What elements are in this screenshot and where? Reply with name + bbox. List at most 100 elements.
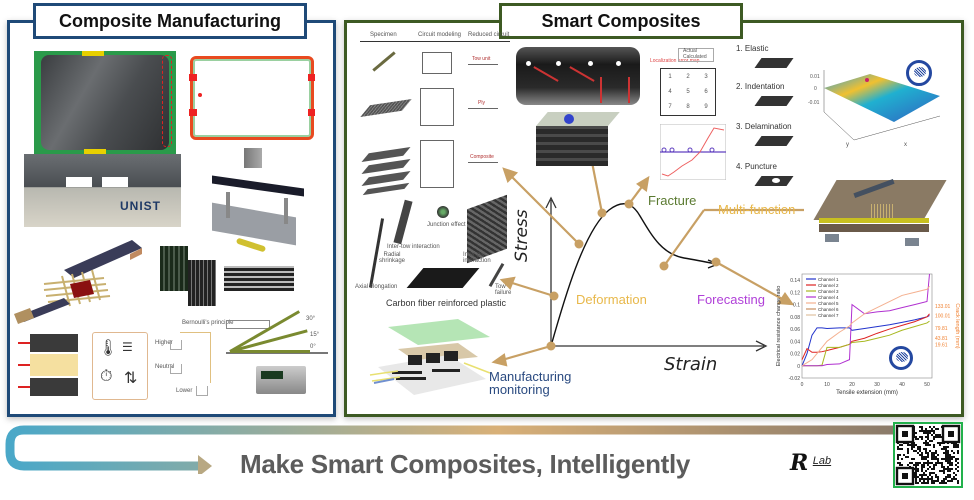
cfrp-caption: Carbon fiber reinforced plastic — [386, 298, 507, 308]
y-tick-label: 0.12 — [790, 290, 800, 296]
y-axis-label: y — [846, 142, 849, 148]
qr-code[interactable] — [893, 422, 963, 488]
grid-num: 3 — [704, 73, 708, 80]
y2-tick-label: 133.01 — [935, 304, 951, 310]
label-ply: Ply — [478, 100, 485, 106]
legend-label: Channel 7 — [818, 313, 839, 318]
circuit-model-table: Specimen Circuit modeling Reduced circui… — [360, 32, 510, 196]
sensor-layup-render — [369, 319, 491, 395]
stress-strain-curve — [550, 203, 717, 347]
y-tick-label: 0.06 — [790, 327, 800, 333]
legend-label: Channel 6 — [818, 307, 839, 312]
rlab-logo-lab: Lab — [812, 455, 832, 467]
label-multi-function: Multi-function — [718, 202, 796, 217]
level-lower: Lower — [176, 388, 193, 394]
x-axis-label: x — [904, 142, 907, 148]
legend-label: Channel 2 — [818, 283, 839, 288]
mode-indentation: 2. Indentation — [736, 82, 785, 91]
header-specimen: Specimen — [370, 32, 397, 38]
localization-title: Localization error map — [650, 58, 700, 64]
fiber-micrographs — [160, 246, 295, 306]
label-composite: Composite — [470, 154, 494, 160]
y2-tick-label: 100.01 — [935, 314, 951, 320]
y2-axis-label: Crack length (mm) — [954, 303, 960, 348]
mode-elastic: 1. Elastic — [736, 44, 769, 53]
mode-delamination: 3. Delamination — [736, 122, 792, 131]
grid-num: 2 — [686, 73, 690, 80]
x-tick-label: 40 — [899, 382, 905, 388]
y-tick-label: 0.08 — [790, 315, 800, 321]
y2-tick-label: 19.61 — [935, 342, 948, 348]
x-tick-label: 0 — [801, 382, 804, 388]
composite-plate-photo — [34, 51, 176, 154]
z-tick-0.01: 0.01 — [810, 74, 820, 80]
progress-arrow — [5, 425, 896, 474]
stress-strain-diagram — [491, 150, 804, 367]
y-tick-label: -0.02 — [789, 376, 801, 382]
localization-grid: Localization error map Actual Calculated… — [650, 48, 730, 188]
label-fracture: Fracture — [648, 193, 697, 208]
unist-molded-part-photo: UNIST — [24, 154, 181, 227]
x-tick-label: 10 — [824, 382, 830, 388]
series-line-4 — [802, 273, 930, 367]
timer-icon: ⏱ — [100, 368, 113, 385]
unist-logo-text: UNIST — [120, 199, 161, 213]
header-reduced-circuit: Reduced circuit — [468, 32, 510, 38]
test-fixture-render — [200, 148, 310, 258]
y-tick-label: 0.02 — [790, 352, 800, 358]
legend-calculated: Calculated — [683, 54, 707, 60]
label-deformation: Deformation — [576, 292, 647, 307]
level-higher: Higher — [155, 340, 173, 346]
legend-label: Channel 1 — [818, 277, 839, 282]
rlab-logo-r: R — [790, 450, 809, 476]
annotation-inter-ply: Inter-ply interaction — [463, 252, 491, 264]
grid-num: 6 — [704, 88, 708, 95]
annotation-radial-shrinkage: Radial shrinkage — [378, 252, 405, 264]
grid-num: 7 — [668, 104, 672, 111]
x-tick-label: 20 — [849, 382, 855, 388]
multimeter — [256, 366, 306, 394]
laminate-block-render — [536, 112, 626, 166]
grid-num: 8 — [686, 104, 690, 111]
annotation-tow-failure: Tow failure — [495, 284, 512, 296]
stress-axis-label: Stress — [512, 209, 532, 262]
grid-num: 9 — [704, 104, 708, 111]
legend-actual: Actual — [683, 48, 697, 54]
label-manufacturing: Manufacturing — [489, 369, 572, 384]
label-monitoring: monitoring — [489, 382, 550, 397]
bernoulli-caption: Bernoulli's principle — [182, 320, 234, 326]
x-axis-label: Tensile extension (mm) — [836, 390, 898, 396]
level-neutral: Neutral — [155, 364, 175, 370]
bernoulli-setup-diagram: Bernoulli's principle Higher Neutral Low… — [150, 310, 330, 400]
rlab-logo: R Lab — [790, 450, 831, 476]
mode-puncture: 4. Puncture — [736, 162, 777, 171]
y-tick-label: 0.04 — [790, 339, 800, 345]
angle-0: 0° — [310, 344, 316, 350]
x-tick-label: 50 — [924, 382, 930, 388]
y-axis-label: Electrical resistance change ratio — [776, 286, 782, 367]
z-tick-neg: -0.01 — [808, 100, 820, 106]
annotation-inter-tow: Inter-tow interaction — [387, 244, 440, 250]
thermometer-icon: 🌡 — [98, 340, 119, 357]
damage-modes: 1. Elastic 2. Indentation 3. Delaminatio… — [736, 44, 800, 194]
y-tick-label: 0 — [797, 364, 800, 370]
x-tick-label: 30 — [874, 382, 880, 388]
multifunction-structure-render — [813, 168, 947, 250]
surface-plot: 0.01 0 -0.01 y x — [808, 60, 958, 158]
label-tow-unit: Tow unit — [472, 56, 491, 62]
layer-stack-diagram: 🌡 ☰ ⏱ ⇅ — [14, 330, 148, 400]
smart-composites-title: Smart Composites — [499, 3, 743, 39]
legend-label: Channel 5 — [818, 301, 839, 306]
y2-tick-label: 43.81 — [935, 336, 948, 342]
sensor-cylinder-photo — [516, 47, 640, 105]
composite-manufacturing-title: Composite Manufacturing — [33, 3, 307, 39]
grid-num: 1 — [668, 73, 672, 80]
legend-label: Channel 4 — [818, 295, 839, 300]
joint-lattice-render — [14, 240, 142, 324]
thickness-icon: ⇅ — [124, 370, 138, 387]
brain-logo-chart-icon — [889, 346, 913, 370]
thermal-map-image — [189, 56, 315, 140]
pressure-icon: ☰ — [122, 340, 133, 354]
annotation-junction-effect: Junction effect — [427, 222, 466, 228]
